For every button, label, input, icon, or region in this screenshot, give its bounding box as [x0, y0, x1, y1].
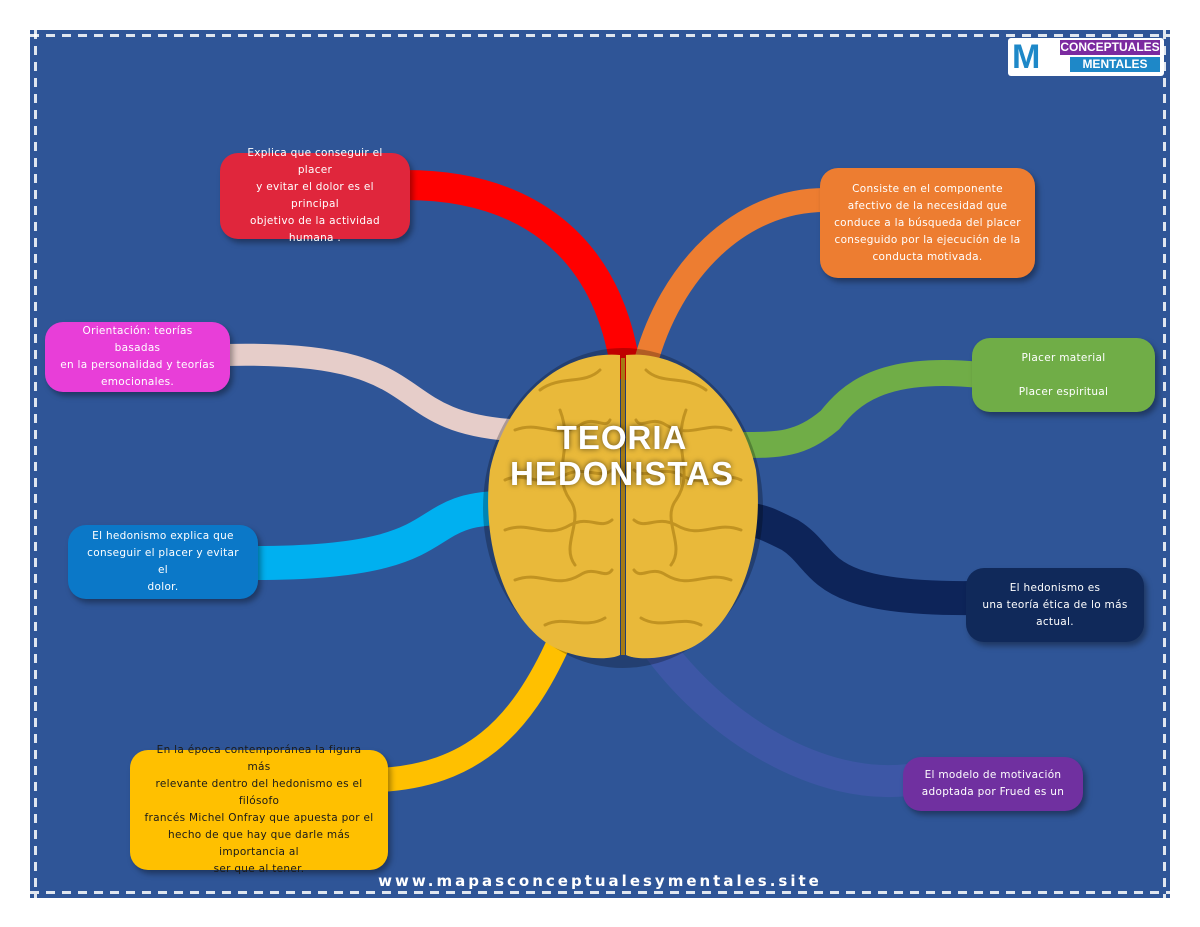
node-navy: El hedonismo es una teoría ética de lo m… — [966, 568, 1144, 642]
right-dashed-border — [1163, 30, 1166, 898]
bottom-dashed-border — [30, 891, 1170, 894]
node-blue: El hedonismo explica que conseguir el pl… — [68, 525, 258, 599]
logo-initial: M — [1012, 38, 1041, 76]
link-red — [390, 170, 640, 380]
node-green: Placer material Placer espiritual — [972, 338, 1155, 412]
node-blue-text: El hedonismo explica que conseguir el pl… — [87, 530, 239, 593]
node-red: Explica que conseguir el placer y evitar… — [220, 147, 410, 244]
node-purple-text: El modelo de motivación adoptada por Fru… — [921, 769, 1065, 798]
node-pink-text: Orientación: teorías basadas en la perso… — [60, 325, 215, 388]
node-red-text: Explica que conseguir el placer y evitar… — [247, 147, 383, 244]
link-yellow — [368, 628, 572, 792]
node-pink: Orientación: teorías basadas en la perso… — [45, 322, 230, 392]
left-dashed-border — [34, 30, 37, 898]
link-blue — [238, 491, 517, 580]
link-navy — [731, 503, 992, 616]
brand-logo: M CONCEPTUALES MENTALES — [1008, 38, 1164, 76]
node-purple: El modelo de motivación adoptada por Fru… — [903, 757, 1083, 811]
node-navy-text: El hedonismo es una teoría ética de lo m… — [982, 581, 1128, 628]
logo-word-mentales: MENTALES — [1070, 57, 1160, 72]
node-yellow: En la época contemporánea la figura más … — [130, 744, 388, 875]
top-dashed-border — [30, 34, 1170, 37]
brain-image — [483, 348, 763, 668]
website-url: www.mapasconceptualesymentales.site — [378, 872, 822, 890]
node-orange: Consiste en el componente afectivo de la… — [820, 168, 1035, 278]
central-title: TEORIA HEDONISTAS — [510, 419, 734, 492]
link-orange — [633, 188, 837, 377]
logo-word-conceptuales: CONCEPTUALES — [1060, 40, 1160, 55]
link-pink — [214, 343, 521, 441]
node-green-text: Placer material Placer espiritual — [1018, 351, 1109, 398]
node-yellow-text: En la época contemporánea la figura más … — [144, 744, 374, 875]
node-orange-text: Consiste en el componente afectivo de la… — [834, 182, 1021, 263]
link-green — [727, 360, 993, 458]
link-purple — [644, 634, 924, 798]
